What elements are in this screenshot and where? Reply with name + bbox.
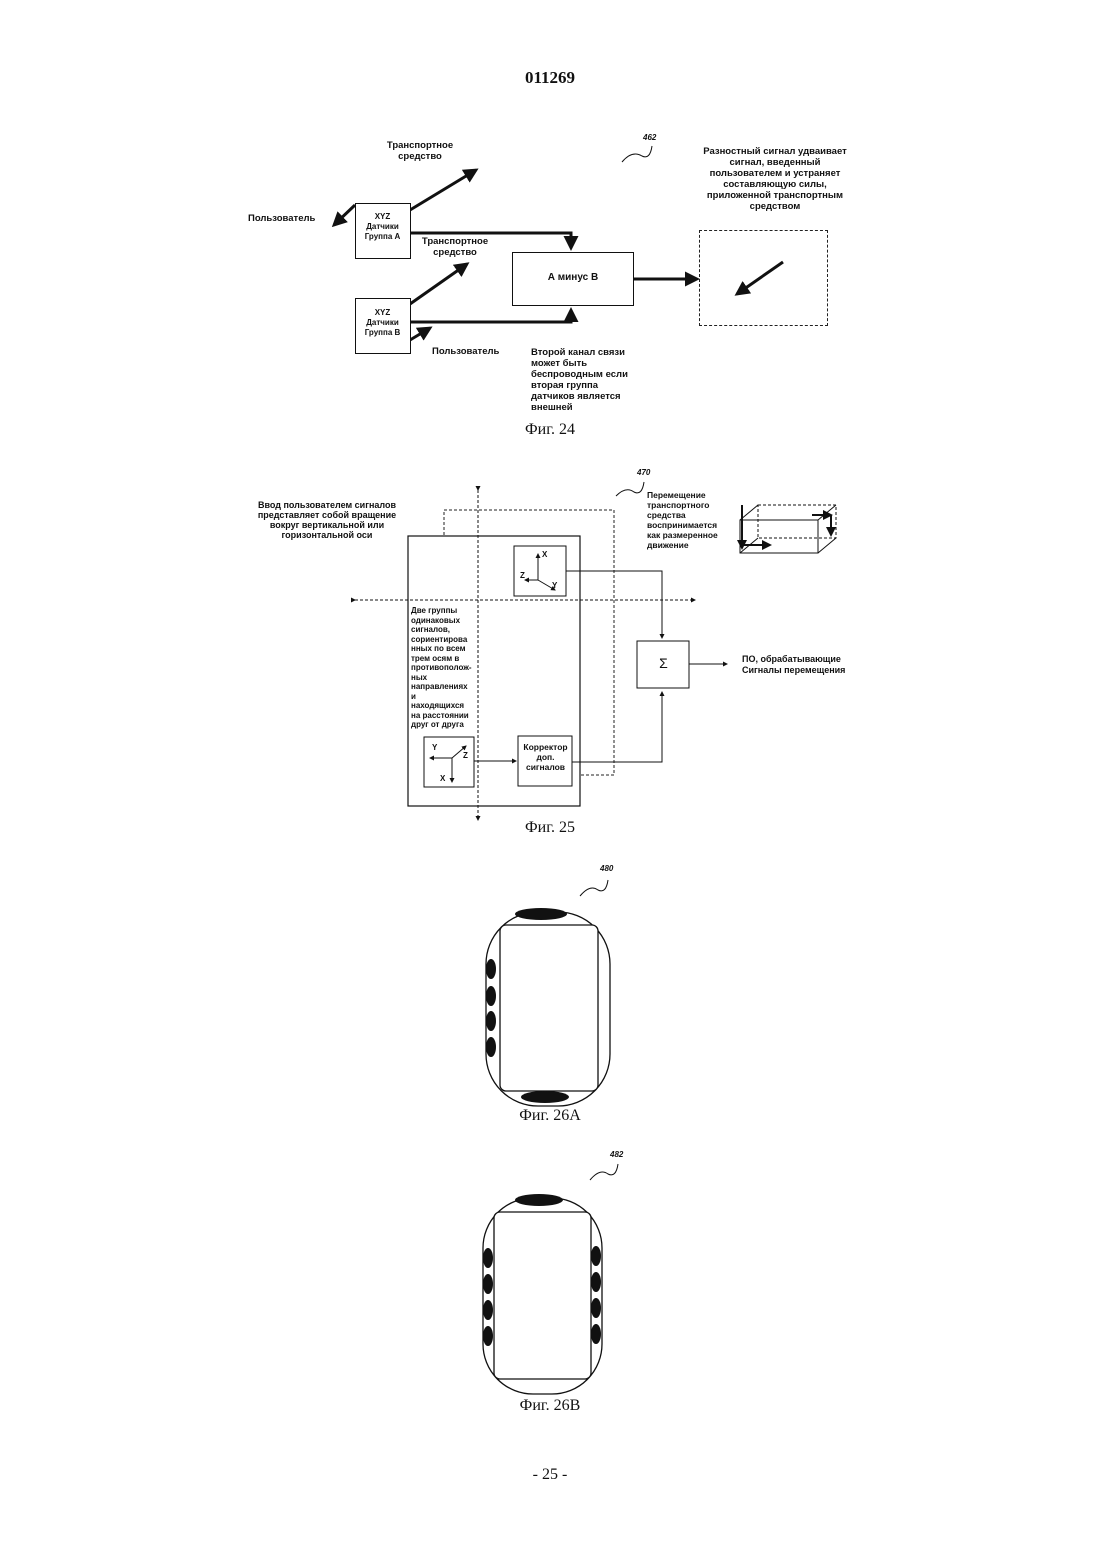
page-footer: - 25 - xyxy=(0,1466,1100,1484)
fig26b-device xyxy=(0,0,1100,1420)
fig26b-sensor-left-1 xyxy=(483,1248,493,1268)
fig26b-sensor-left-3 xyxy=(483,1300,493,1320)
fig26b-sensor-right-1 xyxy=(591,1246,601,1266)
fig26b-inner-screen xyxy=(494,1212,591,1379)
fig26b-ref-leader xyxy=(590,1164,618,1180)
fig26b-sensor-left-2 xyxy=(483,1274,493,1294)
fig26b-ref-number: 482 xyxy=(610,1150,623,1159)
fig26b-sensor-left-4 xyxy=(483,1326,493,1346)
fig26b-sensor-right-3 xyxy=(591,1298,601,1318)
fig26b-sensor-right-2 xyxy=(591,1272,601,1292)
fig26b-sensor-right-4 xyxy=(591,1324,601,1344)
fig26b-caption: Фиг. 26В xyxy=(0,1397,1100,1415)
fig26b-sensor-top xyxy=(515,1194,563,1206)
